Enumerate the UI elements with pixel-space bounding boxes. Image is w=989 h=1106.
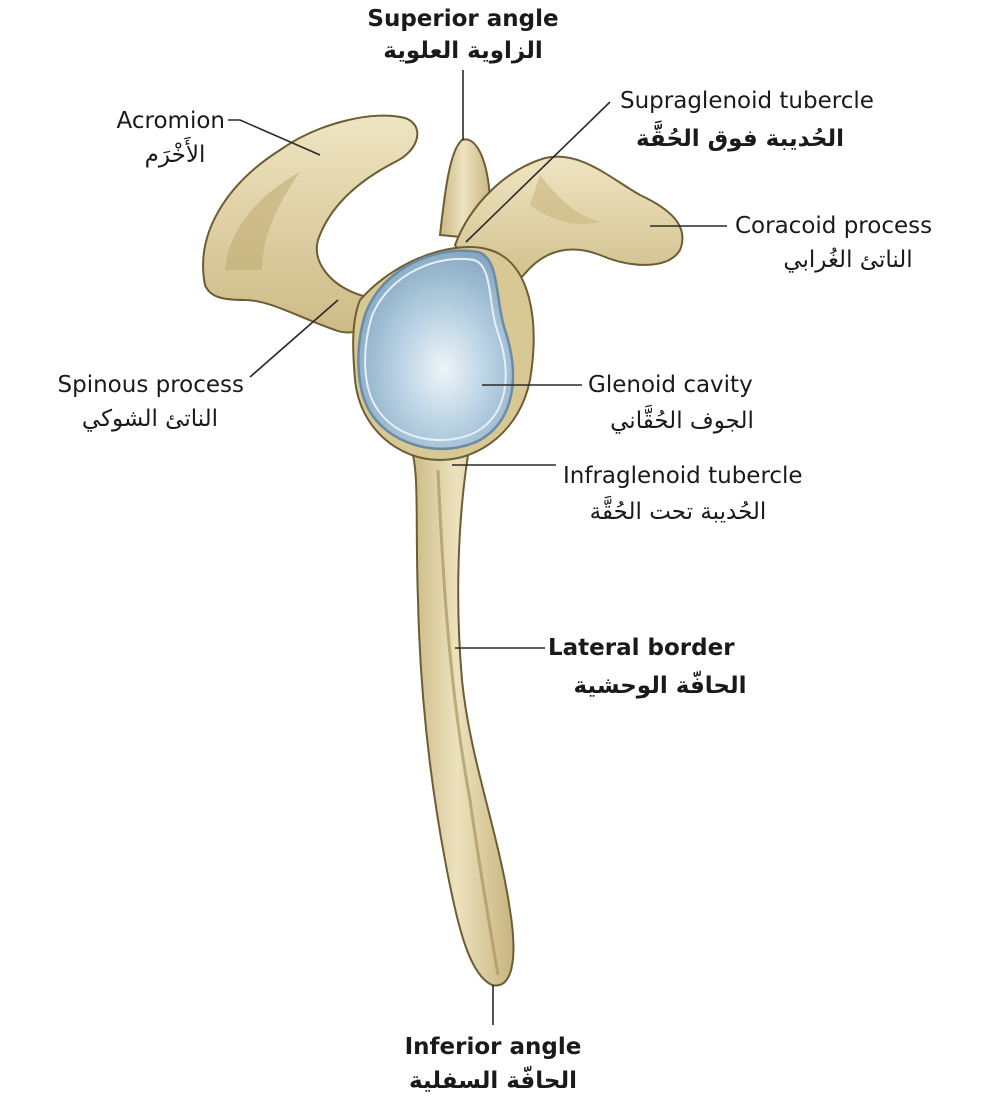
label-spinous-ar: الناتئ الشوكي [82,406,218,432]
lateral-border-shape [410,445,513,986]
label-acromion-en: Acromion [117,108,225,134]
label-inferior-angle-ar: الحافّة السفلية [409,1066,577,1094]
scapula-bone [203,116,682,986]
label-glenoid-ar: الجوف الحُقَّاني [610,404,754,434]
label-infraglenoid-en: Infraglenoid tubercle [563,463,803,489]
label-supraglenoid-en: Supraglenoid tubercle [620,88,874,114]
label-acromion-ar: الأَخْرَم [145,136,206,168]
label-glenoid-en: Glenoid cavity [588,372,753,398]
label-infraglenoid-ar: الحُديبة تحت الحُقَّة [590,495,767,525]
label-lateral-border-en: Lateral border [548,635,735,661]
label-supraglenoid-ar: الحُديبة فوق الحُقَّة [636,120,844,152]
label-coracoid-ar: الناتئ الغُرابي [783,247,912,273]
label-lateral-border-ar: الحافّة الوحشية [573,671,746,699]
label-coracoid-en: Coracoid process [735,213,932,239]
label-superior-angle-ar: الزاوية العلوية [383,38,543,64]
label-inferior-angle-en: Inferior angle [405,1034,582,1060]
label-superior-angle-en: Superior angle [367,6,558,32]
label-spinous-en: Spinous process [58,372,245,398]
